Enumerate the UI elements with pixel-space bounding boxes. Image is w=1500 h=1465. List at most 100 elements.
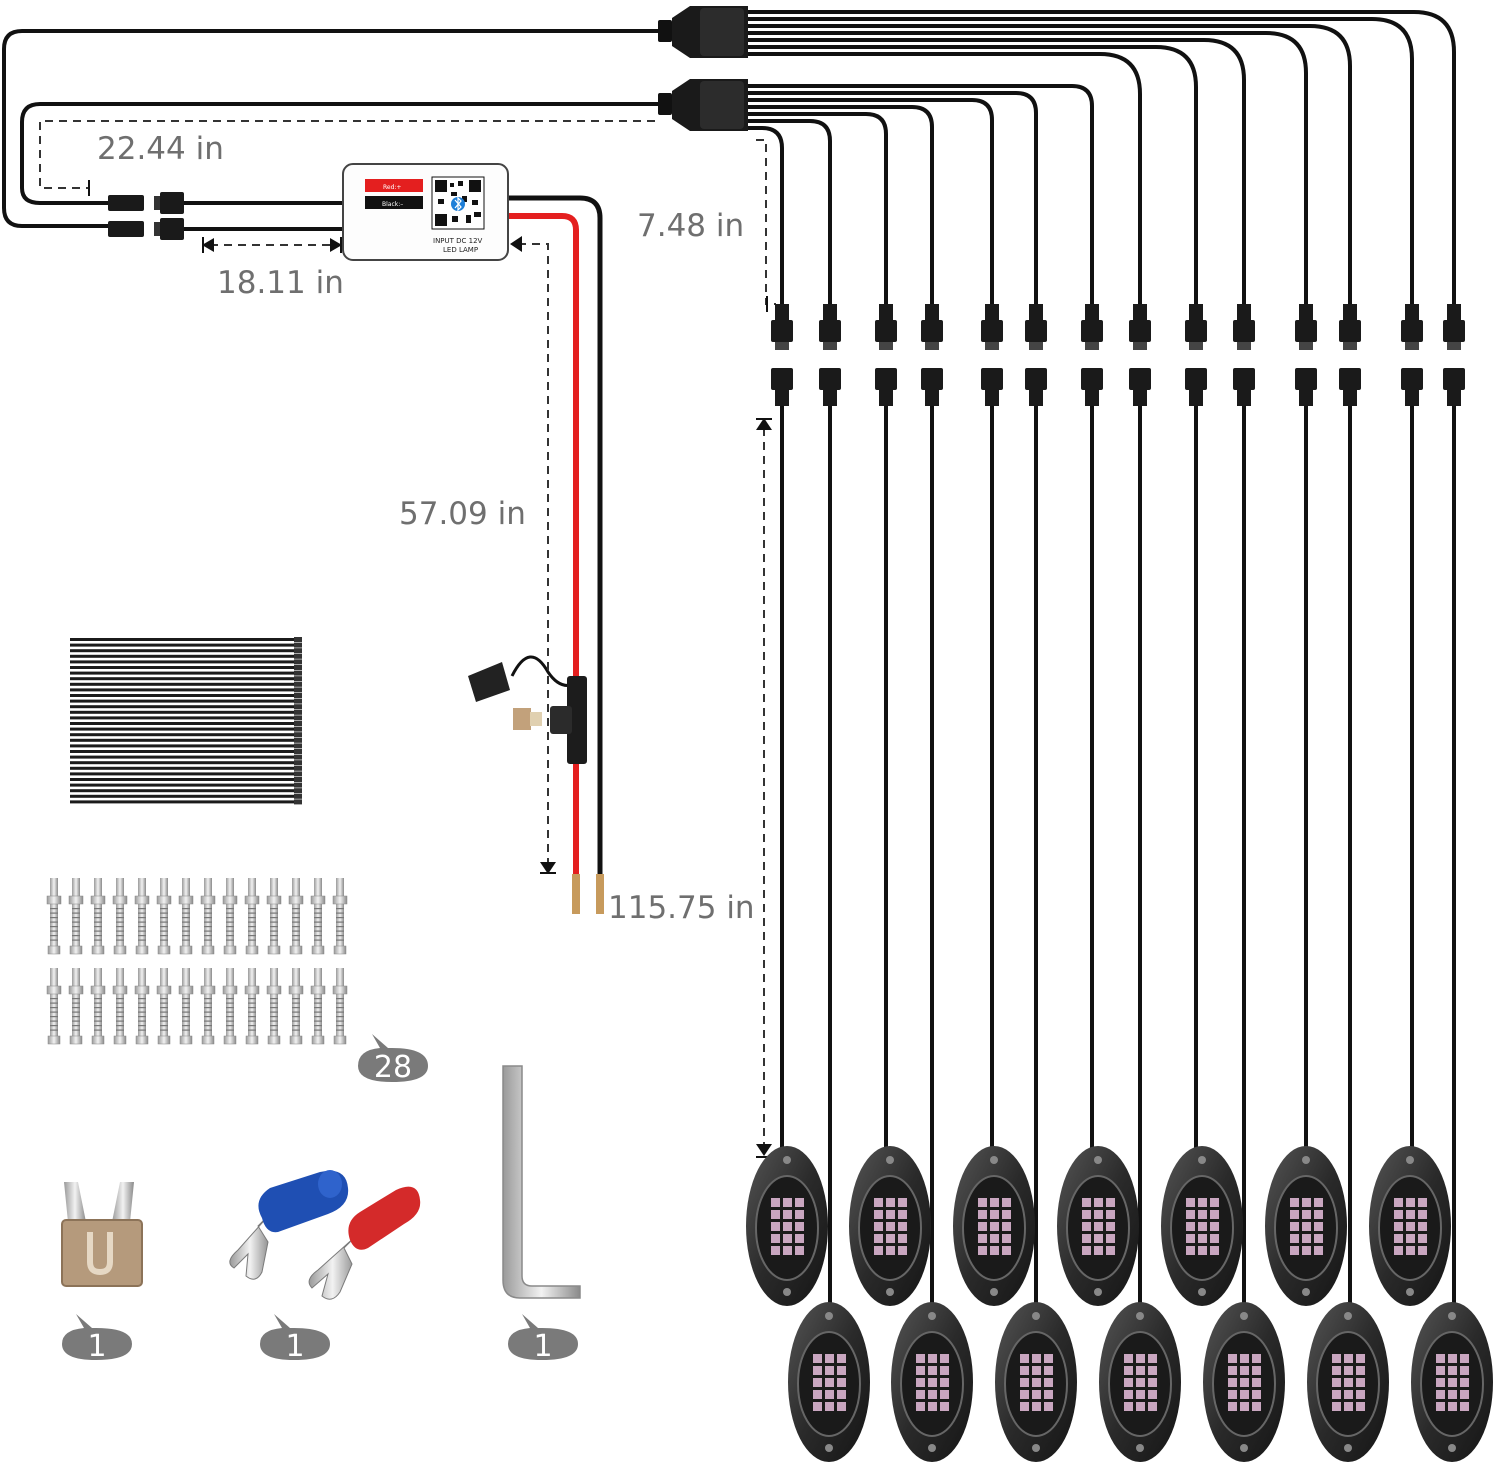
screw-nut	[68, 985, 84, 995]
led-chip	[1314, 1234, 1323, 1243]
led-chip	[1044, 1354, 1053, 1363]
screw-thread	[226, 998, 234, 1000]
screw-thread	[270, 1011, 278, 1013]
cable-tie-head	[294, 670, 302, 676]
screw-thread	[72, 1007, 80, 1009]
pod-screw-hole	[1406, 1288, 1414, 1296]
led-chip	[1314, 1246, 1323, 1255]
led-chip	[874, 1222, 883, 1231]
screw-thread	[182, 939, 190, 941]
hex-key-quantity: 1	[533, 1329, 552, 1364]
screw-nut	[200, 985, 216, 995]
screws-quantity: 28	[374, 1050, 412, 1085]
mounting-screw	[332, 878, 348, 955]
controller-black-label: Black:–	[382, 201, 403, 208]
led-chip	[1418, 1246, 1427, 1255]
screw-thread	[336, 926, 344, 928]
led-chip	[1436, 1378, 1445, 1387]
led-chip	[1448, 1366, 1457, 1375]
screw-shaft	[94, 878, 102, 954]
led-chip	[1252, 1354, 1261, 1363]
screw-head	[47, 945, 61, 955]
led-chip	[1082, 1210, 1091, 1219]
cable-tie-head	[294, 665, 302, 670]
led-chip	[1448, 1354, 1457, 1363]
led-chip	[1394, 1210, 1403, 1219]
screw-thread	[94, 1029, 102, 1031]
screws-quantity-badge: 28	[358, 1034, 428, 1085]
screw-thread	[336, 1002, 344, 1004]
screw-thread	[204, 908, 212, 910]
mounting-screw	[222, 878, 238, 955]
screw-shaft	[336, 878, 344, 954]
led-chip	[1148, 1366, 1157, 1375]
rock-light-pod	[1411, 1302, 1493, 1462]
connector-male-top	[775, 304, 789, 320]
screw-shaft	[138, 878, 146, 954]
screw-nut	[68, 895, 84, 905]
dimension-controller-leads: 18.11 in	[217, 265, 344, 301]
connector-female-tail	[775, 390, 789, 406]
screw-thread	[270, 908, 278, 910]
screw-thread	[160, 921, 168, 923]
cable-tie-head	[294, 648, 302, 654]
cable-tie-head	[294, 704, 302, 710]
connector-pins	[1189, 342, 1203, 350]
led-chip	[1460, 1378, 1469, 1387]
screw-thread	[50, 926, 58, 928]
screw-head	[289, 1035, 303, 1045]
connector-female-body	[981, 368, 1003, 390]
screw-head	[289, 945, 303, 955]
led-chip	[1228, 1354, 1237, 1363]
pod-screw-hole	[1032, 1444, 1040, 1452]
screw-shaft	[292, 968, 300, 1044]
screw-thread	[116, 930, 124, 932]
pod-screw-hole	[928, 1444, 936, 1452]
screw-nut	[244, 895, 260, 905]
screw-head	[267, 945, 281, 955]
led-chip	[771, 1234, 780, 1243]
screw-thread	[248, 912, 256, 914]
cable-tie	[70, 794, 296, 798]
connector-male-body	[1233, 320, 1255, 342]
connector-male-top	[879, 304, 893, 320]
connector-pins	[879, 342, 893, 350]
mounting-screw	[90, 968, 106, 1045]
led-chip	[1124, 1390, 1133, 1399]
cable-tie	[70, 666, 296, 669]
screw-shaft	[116, 968, 124, 1044]
screw-thread	[116, 1016, 124, 1018]
screw-nut	[156, 985, 172, 995]
cable-tie-head	[294, 676, 302, 682]
led-chip	[1290, 1210, 1299, 1219]
screw-thread	[336, 1020, 344, 1022]
pod-screw-hole	[1094, 1156, 1102, 1164]
screw-thread	[248, 935, 256, 937]
mounting-screw	[222, 968, 238, 1045]
pod-screw-hole	[1136, 1444, 1144, 1452]
led-chip	[874, 1246, 883, 1255]
screw-thread	[50, 1025, 58, 1027]
dimension-hub-branch: 7.48 in	[637, 208, 744, 244]
cable-tie-head	[294, 659, 302, 665]
cable-tie-head	[294, 681, 302, 687]
led-chip	[1020, 1378, 1029, 1387]
led-chip	[928, 1378, 937, 1387]
connector-male-top	[1085, 304, 1099, 320]
screw-thread	[72, 1011, 80, 1013]
mounting-screw	[156, 878, 172, 955]
led-chip	[928, 1366, 937, 1375]
screw-thread	[336, 921, 344, 923]
hub2-input-cable	[20, 102, 662, 205]
led-chip	[1460, 1390, 1469, 1399]
led-chip	[783, 1246, 792, 1255]
rock-light-pod	[953, 1146, 1035, 1306]
screw-thread	[226, 930, 234, 932]
screw-thread	[94, 930, 102, 932]
mounting-screw	[134, 968, 150, 1045]
connector-female-tail	[985, 390, 999, 406]
screw-head	[135, 1035, 149, 1045]
led-chip	[1148, 1354, 1157, 1363]
pod-screw-hole	[1406, 1156, 1414, 1164]
screw-thread	[138, 935, 146, 937]
